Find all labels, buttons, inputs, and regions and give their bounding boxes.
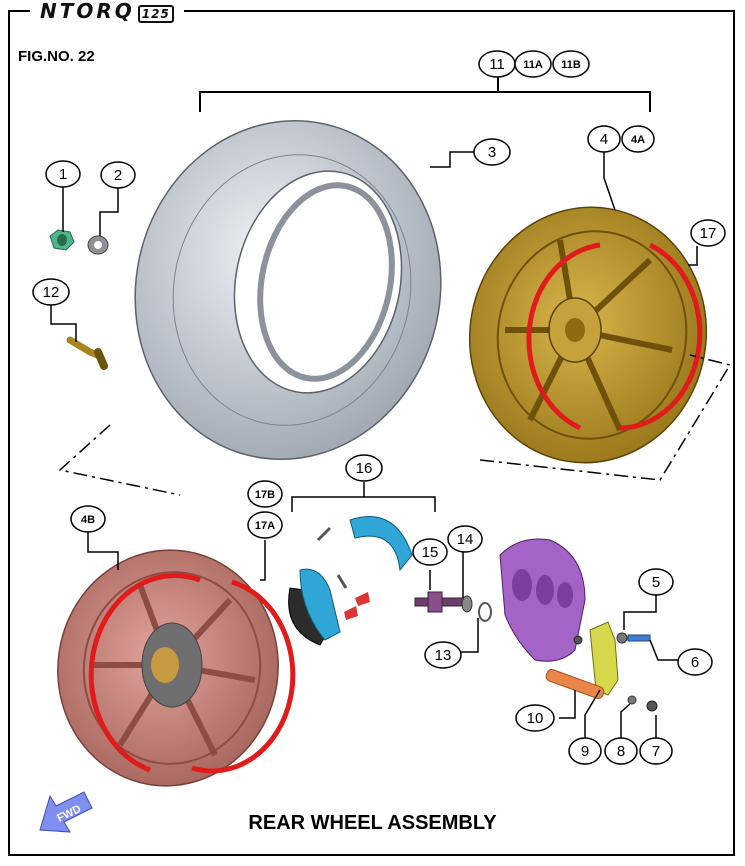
diagram-title: REAR WHEEL ASSEMBLY (248, 812, 497, 834)
svg-text:14: 14 (457, 531, 474, 548)
svg-text:17: 17 (700, 225, 717, 242)
svg-text:3: 3 (488, 144, 496, 161)
cam-washer (461, 595, 473, 613)
spring-part (545, 669, 605, 699)
torque-arm (589, 621, 619, 696)
callout-13: 13 (424, 641, 462, 669)
svg-text:2: 2 (114, 167, 122, 184)
svg-text:11B: 11B (561, 59, 581, 71)
rear-wheel-gold (468, 206, 708, 464)
brake-panel (499, 538, 586, 662)
callout-4: 4 (587, 125, 621, 153)
nut-part (49, 229, 75, 251)
bracket-11 (199, 76, 651, 112)
callout-7: 7 (639, 737, 673, 765)
svg-text:5: 5 (652, 574, 660, 591)
callout-4a: 4A (621, 125, 655, 153)
callout-11: 11 (478, 50, 516, 78)
bracket-16 (291, 482, 436, 512)
svg-text:11: 11 (489, 56, 505, 73)
svg-text:7: 7 (652, 743, 660, 760)
o-ring (478, 602, 492, 622)
svg-text:11A: 11A (523, 59, 543, 71)
callout-12: 12 (32, 278, 70, 306)
assembly-lines (58, 354, 732, 496)
callout-11b: 11B (552, 50, 590, 78)
callout-4b: 4B (70, 505, 106, 533)
svg-text:16: 16 (356, 460, 373, 477)
washer-part (87, 235, 109, 255)
callout-16: 16 (345, 454, 383, 482)
svg-text:9: 9 (581, 743, 589, 760)
svg-text:6: 6 (691, 654, 699, 671)
svg-text:1: 1 (59, 166, 67, 183)
svg-text:4A: 4A (631, 134, 645, 146)
callout-6: 6 (677, 648, 713, 676)
red-highlight-17a (88, 573, 296, 774)
callout-14: 14 (447, 525, 483, 553)
tyre-part (134, 119, 442, 461)
brake-shoes (288, 516, 413, 646)
svg-text:15: 15 (422, 544, 439, 561)
svg-text:4B: 4B (81, 514, 95, 526)
diagram-frame (8, 10, 735, 856)
svg-text:13: 13 (435, 647, 452, 664)
svg-text:12: 12 (43, 284, 60, 301)
svg-text:4: 4 (600, 131, 608, 148)
callout-17: 17 (690, 219, 726, 247)
callout-10: 10 (515, 704, 555, 732)
brake-cam (414, 591, 466, 613)
svg-text:10: 10 (527, 710, 544, 727)
callout-8: 8 (604, 737, 638, 765)
valve-part (66, 336, 108, 370)
callout-1: 1 (45, 160, 81, 188)
callout-5: 5 (638, 568, 674, 596)
leader-lines (50, 151, 698, 748)
callout-15: 15 (412, 538, 448, 566)
arm-bolts (573, 632, 658, 712)
figure-number: FIG.NO. 22 (18, 48, 95, 65)
callout-11a: 11A (514, 50, 552, 78)
callout-9: 9 (568, 737, 602, 765)
red-highlight-17 (526, 242, 703, 431)
svg-text:17B: 17B (255, 489, 275, 501)
svg-text:17A: 17A (255, 520, 275, 532)
fwd-arrow-icon: FWD (39, 791, 93, 833)
callout-17b: 17B (247, 480, 283, 508)
svg-text:8: 8 (617, 743, 625, 760)
callout-3: 3 (473, 138, 511, 166)
callout-17a: 17A (247, 511, 283, 539)
callout-2: 2 (100, 161, 136, 189)
